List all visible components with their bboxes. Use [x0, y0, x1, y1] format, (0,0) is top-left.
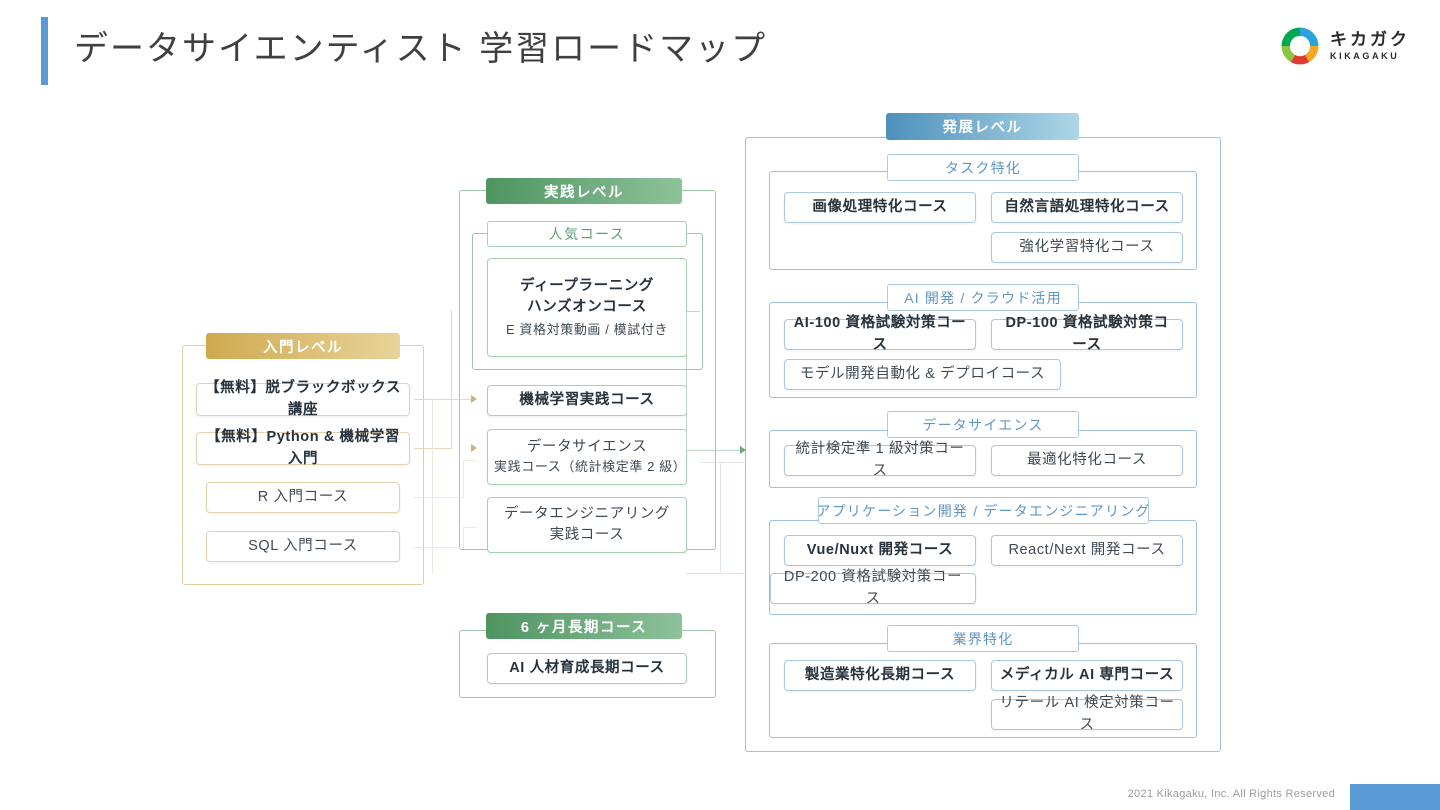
course-box-stat-grade1[interactable]: 統計検定準 1 級対策コース — [784, 441, 976, 479]
connector-entry-sql-v — [463, 527, 465, 548]
connector-entry-sql-h — [463, 527, 477, 529]
advanced-group-task-title: タスク特化 — [887, 154, 1079, 181]
course-label: DP-100 資格試験対策コース — [1005, 315, 1169, 353]
entry-level-title: 入門レベル — [206, 333, 400, 359]
copyright-text: 2021 Kikagaku, Inc. All Rights Reserved — [1127, 788, 1335, 800]
course-label: DP-200 資格試験対策コース — [783, 569, 963, 607]
course-box-model-automation[interactable]: モデル開発自動化 & デプロイコース — [784, 359, 1061, 390]
course-label-line1: データサイエンス — [526, 439, 648, 456]
logo-swirl-icon — [1281, 27, 1319, 65]
course-label: R 入門コース — [257, 488, 349, 505]
logo-text-jp: キカガク — [1330, 30, 1410, 49]
logo-text-en: KIKAGAKU — [1330, 51, 1400, 61]
course-box-dp200[interactable]: DP-200 資格試験対策コース — [770, 569, 976, 607]
long-course-title: 6 ヶ月長期コース — [486, 613, 682, 639]
connector-practice-to-advanced-v — [686, 311, 688, 451]
advanced-group-aidev-title: AI 開発 / クラウド活用 — [887, 284, 1079, 311]
footer-accent-block — [1350, 784, 1440, 810]
course-label: 自然言語処理特化コース — [1004, 198, 1170, 215]
title-accent-bar — [41, 17, 48, 85]
course-box-python-ml[interactable]: 【無料】Python & 機械学習入門 — [196, 429, 410, 467]
course-label-line1: データエンジニアリング — [503, 505, 671, 522]
course-label: React/Next 開発コース — [1008, 541, 1166, 558]
connector-arrow-2 — [471, 444, 477, 452]
course-box-optimization[interactable]: 最適化特化コース — [991, 445, 1183, 476]
course-box-sql-intro[interactable]: SQL 入門コース — [206, 531, 400, 562]
course-box-datsu-blackbox[interactable]: 【無料】脱ブラックボックス講座 — [196, 380, 410, 418]
course-label-line2: 実践コース — [549, 527, 625, 543]
course-box-dataengineering-practice[interactable]: データエンジニアリング 実践コース — [487, 497, 687, 553]
course-box-medical-ai[interactable]: メディカル AI 専門コース — [991, 660, 1183, 691]
course-label: リテール AI 検定対策コース — [999, 695, 1175, 733]
connector-de-h — [686, 573, 721, 575]
course-box-ai-talent-long[interactable]: AI 人材育成長期コース — [487, 653, 687, 684]
course-label: 【無料】Python & 機械学習入門 — [206, 429, 400, 467]
connector-entry-sql-course — [414, 547, 464, 549]
connector-entry-bus — [432, 399, 434, 574]
connector-ds-to-advanced — [700, 462, 744, 464]
connector-practice-to-advanced-h1 — [686, 311, 700, 313]
course-box-manufacturing[interactable]: 製造業特化長期コース — [784, 660, 976, 691]
advanced-group-industry-title: 業界特化 — [887, 625, 1079, 652]
popular-course-title: 人気コース — [487, 221, 687, 247]
connector-arrow-1 — [471, 395, 477, 403]
course-label: 統計検定準 1 級対策コース — [795, 441, 965, 479]
connector-entry-r-course — [414, 497, 464, 499]
advanced-level-title: 発展レベル — [886, 113, 1079, 140]
course-label: AI 人材育成長期コース — [509, 659, 665, 676]
course-box-react-next[interactable]: React/Next 開発コース — [991, 535, 1183, 566]
connector-entry-to-practice-2b — [451, 310, 453, 449]
advanced-group-datascience-title: データサイエンス — [887, 411, 1079, 438]
course-label: SQL 入門コース — [248, 537, 358, 554]
connector-entry-to-practice-1 — [414, 399, 474, 401]
connector-entry-r-course-h — [463, 460, 477, 462]
connector-practice-to-advanced-h2 — [686, 450, 744, 452]
connector-ds-node — [700, 462, 702, 463]
page-title: データサイエンティスト 学習ロードマップ — [74, 30, 768, 68]
course-box-reinforcement-learning[interactable]: 強化学習特化コース — [991, 232, 1183, 263]
course-box-ml-practice[interactable]: 機械学習実践コース — [487, 385, 687, 416]
course-label-line2: ハンズオンコース — [527, 298, 647, 315]
course-label-line2: 実践コース（統計検定準 2 級） — [494, 459, 687, 475]
course-label: メディカル AI 専門コース — [999, 666, 1175, 683]
connector-de-v — [720, 462, 722, 573]
course-label: モデル開発自動化 & デプロイコース — [799, 365, 1046, 382]
course-label: 最適化特化コース — [1026, 451, 1148, 468]
course-label: AI-100 資格試験対策コース — [793, 315, 967, 353]
course-box-r-intro[interactable]: R 入門コース — [206, 482, 400, 513]
course-box-vue-nuxt[interactable]: Vue/Nuxt 開発コース — [784, 535, 976, 566]
course-label-line1: ディープラーニング — [519, 277, 654, 294]
advanced-group-appdev-title: アプリケーション開発 / データエンジニアリング — [816, 497, 1149, 524]
course-box-image-processing[interactable]: 画像処理特化コース — [784, 192, 976, 223]
connector-entry-r-course-v — [463, 460, 465, 498]
course-label: 機械学習実践コース — [519, 391, 655, 408]
course-label: 製造業特化長期コース — [804, 666, 956, 683]
course-box-ai100[interactable]: AI-100 資格試験対策コース — [784, 315, 976, 353]
course-label: 強化学習特化コース — [1019, 238, 1155, 255]
course-label: 画像処理特化コース — [812, 198, 948, 215]
practice-level-title: 実践レベル — [486, 178, 682, 204]
course-label-line3: E 資格対策動画 / 模試付き — [505, 321, 669, 337]
connector-arrow-3 — [740, 446, 746, 454]
course-label: Vue/Nuxt 開発コース — [806, 541, 954, 558]
connector-spacer — [451, 310, 453, 311]
course-label: 【無料】脱ブラックボックス講座 — [205, 380, 401, 418]
course-box-nlp[interactable]: 自然言語処理特化コース — [991, 192, 1183, 223]
connector-de-h2 — [720, 573, 744, 575]
course-box-datascience-practice[interactable]: データサイエンス 実践コース（統計検定準 2 級） — [487, 429, 687, 485]
course-box-dp100[interactable]: DP-100 資格試験対策コース — [991, 315, 1183, 353]
kikagaku-logo: キカガク KIKAGAKU — [1279, 25, 1410, 67]
course-box-retail-ai[interactable]: リテール AI 検定対策コース — [991, 695, 1183, 733]
course-box-deeplearning-handson[interactable]: ディープラーニング ハンズオンコース E 資格対策動画 / 模試付き — [487, 258, 687, 357]
